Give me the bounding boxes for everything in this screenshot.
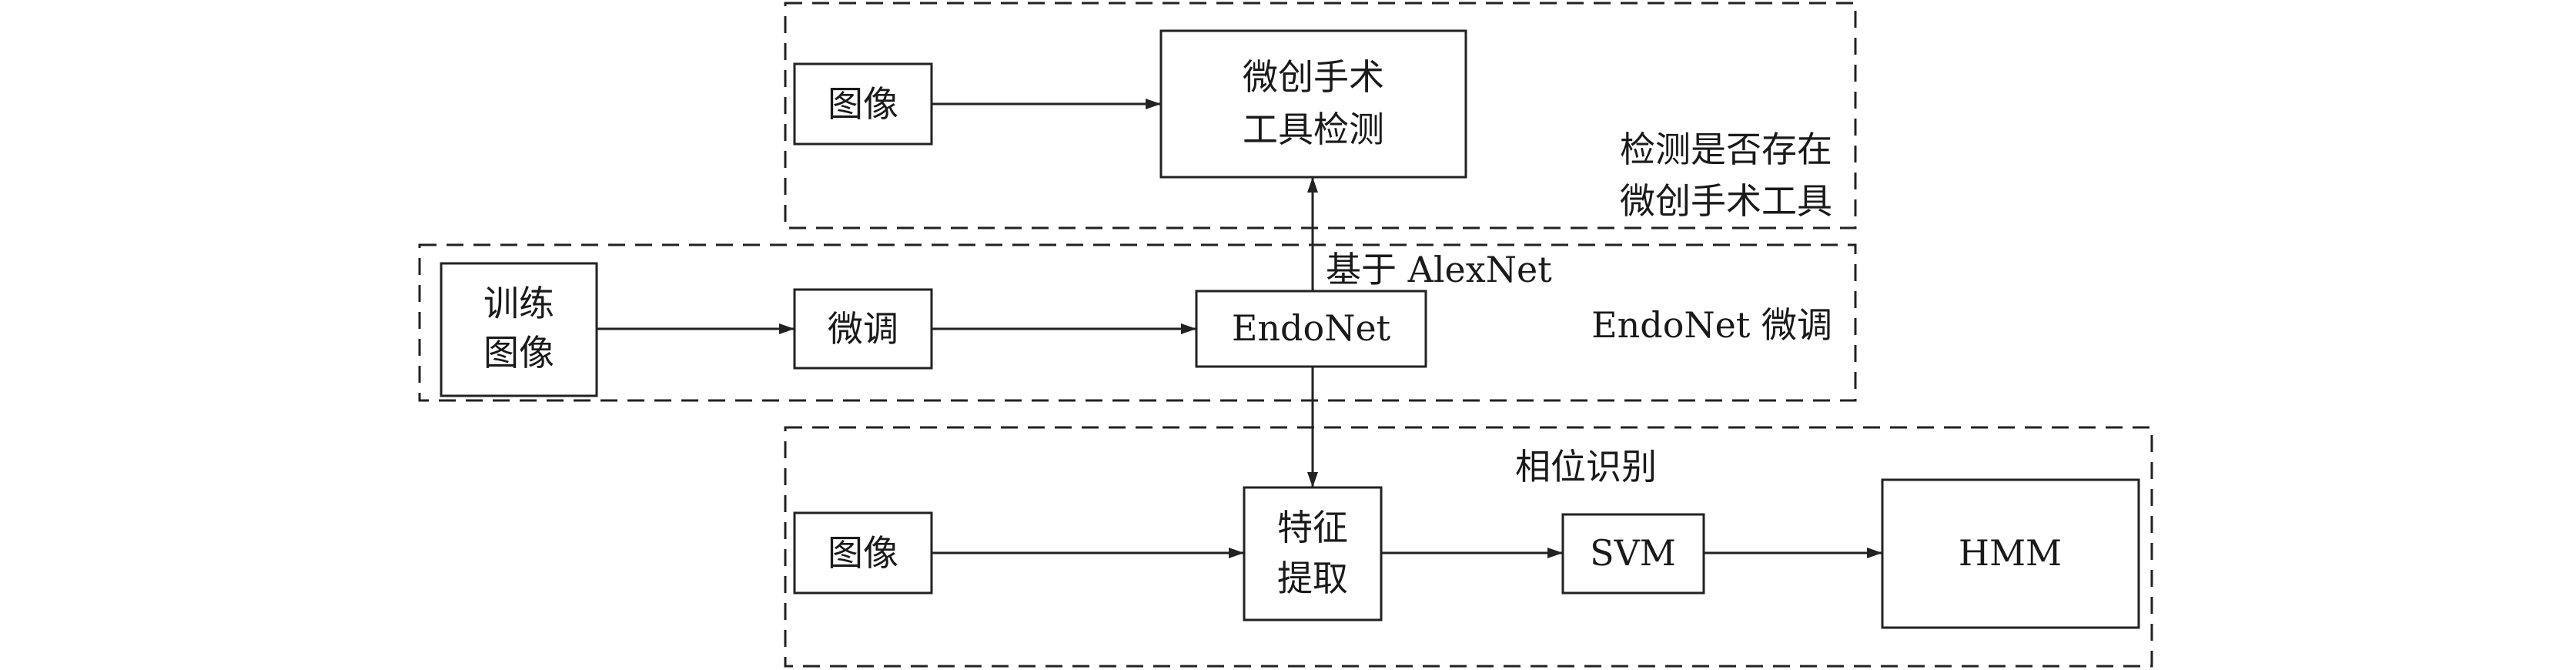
node-tool-detection-label-line-1: 微创手术 — [1243, 56, 1384, 98]
node-hmm-label: HMM — [1959, 532, 2062, 574]
node-finetune-label: 微调 — [828, 308, 898, 350]
node-image-bottom-label: 图像 — [828, 532, 898, 574]
edge-label-alexnet: 基于 AlexNet — [1326, 249, 1552, 290]
node-svm-label: SVM — [1590, 532, 1676, 574]
finetune-region-caption: EndoNet 微调 — [1591, 304, 1832, 346]
node-feature-extraction-label-line-2: 提取 — [1277, 558, 1348, 599]
node-feature-extraction-label-line-1: 特征 — [1277, 507, 1348, 548]
phase-region-caption: 相位识别 — [1515, 446, 1657, 487]
node-image-bottom: 图像 — [793, 511, 933, 595]
node-endonet: EndoNet — [1195, 290, 1427, 368]
detection-region-caption-line-1: 检测是否存在 — [1620, 129, 1832, 170]
node-feature-extraction: 特征 提取 — [1243, 486, 1383, 621]
node-training-images-label-line-1: 训练 — [483, 283, 554, 324]
phase-region — [784, 426, 2153, 668]
node-svm: SVM — [1561, 513, 1705, 595]
node-hmm: HMM — [1881, 478, 2140, 629]
node-tool-detection-label-line-2: 工具检测 — [1243, 109, 1384, 150]
detection-region-caption-line-2: 微创手术工具 — [1620, 180, 1832, 222]
node-image-top: 图像 — [793, 62, 933, 146]
node-endonet-label: EndoNet — [1232, 307, 1391, 349]
node-training-images-label-line-2: 图像 — [483, 332, 554, 374]
node-training-images: 训练 图像 — [440, 262, 598, 397]
node-image-top-label: 图像 — [828, 83, 898, 125]
edges — [597, 99, 1882, 558]
finetune-region — [418, 243, 1857, 402]
node-finetune: 微调 — [793, 288, 933, 370]
node-tool-detection: 微创手术 工具检测 — [1159, 29, 1467, 179]
